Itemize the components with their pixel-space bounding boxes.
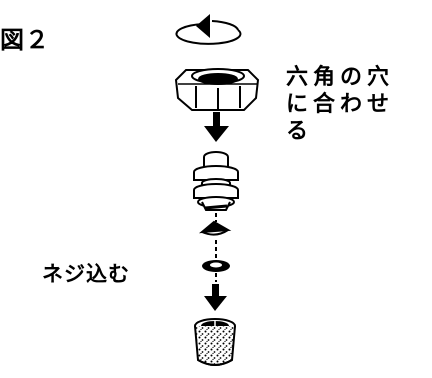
rubber-grommet (193, 151, 239, 211)
strainer-filter (194, 318, 236, 366)
o-ring (202, 260, 230, 272)
down-arrow-icon (204, 284, 227, 311)
down-arrow-icon (204, 112, 229, 142)
rotation-arrow-icon (175, 14, 242, 45)
hex-hole-instruction: 六角の穴 に合わせ る (286, 65, 395, 144)
hex-nut (174, 68, 260, 111)
screw-in-instruction: ネジ込む (42, 262, 130, 286)
cone-washer (198, 220, 232, 236)
figure-label: 図２ (0, 26, 50, 54)
